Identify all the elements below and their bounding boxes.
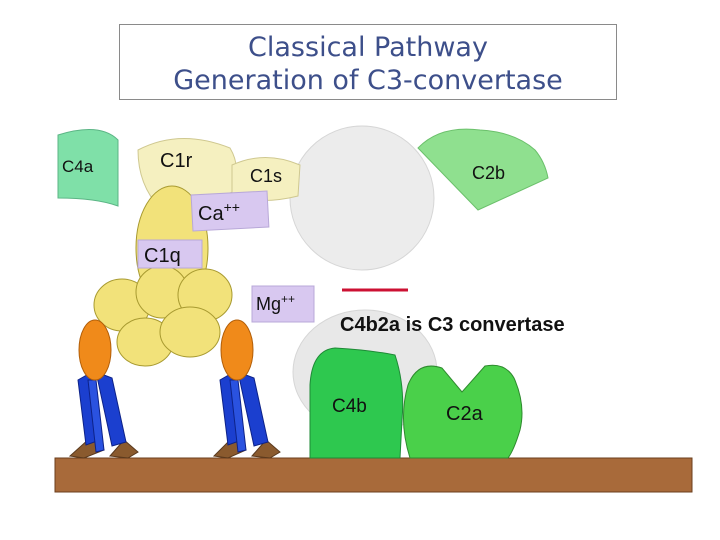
c1q-label-box [137,239,203,269]
cell-membrane [54,457,693,493]
c1s-label: C1s [250,166,282,186]
c1q-label: C1q [144,245,181,267]
calcium-label: Ca++ [198,199,240,225]
antibody-complex-right [212,319,281,459]
magnesium-label: Mg++ [256,292,295,314]
title-line-2: Generation of C3-convertase [173,65,563,96]
calcium-charge: ++ [224,199,240,215]
antibody-foot [250,439,281,459]
title-line-1: Classical Pathway [248,32,488,63]
magnesium-text: Mg [256,294,281,314]
c4a-label: C4a [62,157,94,176]
released-c1-shape [289,125,435,271]
convertase-statement: C4b2a is C3 convertase [340,314,565,336]
c4a-fragment [57,129,119,207]
antibody-complex-left [68,319,139,459]
c2b-fragment [417,128,549,211]
c4b-fragment [309,347,404,459]
c2b-label: C2b [472,163,505,183]
calcium-text: Ca [198,203,224,225]
antibody-foot [108,439,139,459]
c1r-label: C1r [160,150,193,172]
magnesium-charge: ++ [281,292,295,306]
title-box: Classical Pathway Generation of C3-conve… [119,24,617,100]
antigen-orange [78,319,112,381]
calcium-box [190,190,270,232]
c1q-head [159,306,221,358]
c2a-fragment [402,364,523,459]
antibody-arm [237,371,269,447]
antigen-orange [220,319,254,381]
c4b-label: C4b [332,396,367,417]
antibody-arm [95,371,127,447]
magnesium-box [251,285,315,323]
c2a-label: C2a [446,403,484,425]
